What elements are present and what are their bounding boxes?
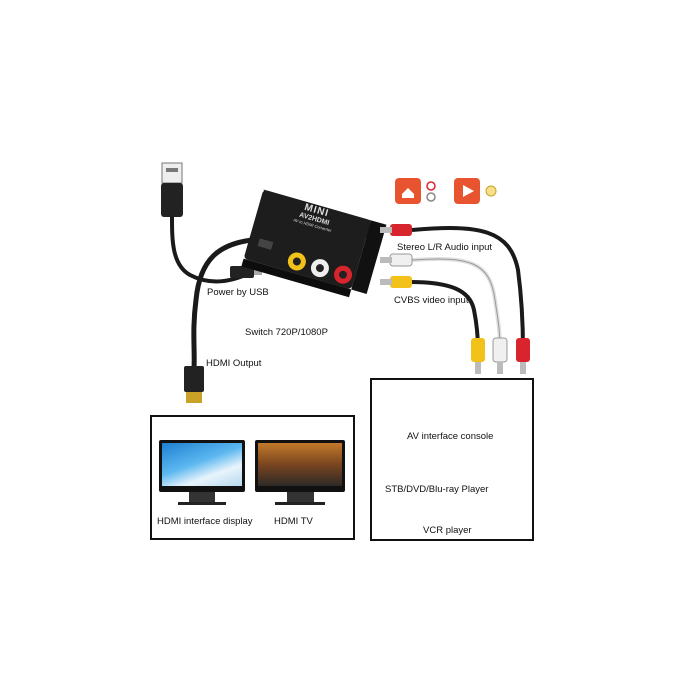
- vcr-label: VCR player: [423, 525, 472, 536]
- hdmi-cable: [191, 237, 253, 369]
- monitor-icon: [159, 440, 245, 505]
- play-icon: [454, 178, 480, 204]
- stb-label: STB/DVD/Blu-ray Player: [385, 484, 489, 495]
- monitor-label: HDMI interface display: [157, 516, 253, 527]
- yellow-rca-cable: [409, 280, 480, 351]
- usb-plug-icon: [161, 162, 183, 217]
- tv-icon: [255, 440, 345, 505]
- console-label: AV interface console: [407, 431, 494, 442]
- audio-jack-dots-icon: [426, 181, 436, 202]
- tv-label: HDMI TV: [274, 516, 313, 527]
- video-jack-dot-icon: [485, 185, 497, 197]
- rca-plugs-adapter-end: [380, 224, 413, 288]
- mini-usb-plug-icon: [230, 266, 262, 278]
- av-to-hdmi-adapter: [241, 189, 387, 298]
- cvbs-video-label: CVBS video input: [394, 295, 469, 306]
- stereo-audio-label: Stereo L/R Audio input: [397, 242, 493, 253]
- red-rca-cable: [411, 226, 525, 351]
- switch-label: Switch 720P/1080P: [245, 327, 328, 338]
- hdmi-output-label: HDMI Output: [206, 358, 262, 369]
- rca-plugs-source-end: [471, 337, 530, 374]
- speaker-icon: [395, 178, 421, 204]
- source-devices-box: [370, 378, 534, 541]
- power-label: Power by USB: [207, 287, 269, 298]
- hdmi-plug-icon: [184, 366, 204, 403]
